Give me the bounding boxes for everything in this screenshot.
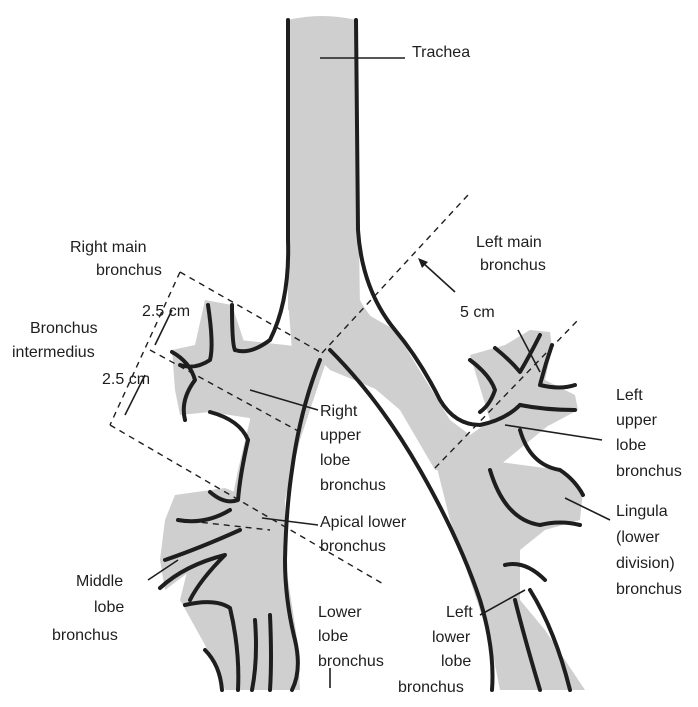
label-trachea: Trachea xyxy=(412,44,470,61)
label-left-main-2: bronchus xyxy=(480,257,546,274)
label-left-lower-1: Left xyxy=(446,604,473,621)
label-left-main-1: Left main xyxy=(476,234,542,251)
label-left-upper-2: upper xyxy=(616,412,658,429)
label-lower-1: Lower xyxy=(318,604,362,621)
left-upper-lobe-shape xyxy=(470,330,578,430)
label-intermedius-1: Bronchus xyxy=(30,320,98,337)
label-left-lower-2: lower xyxy=(432,629,471,646)
trachea-shape xyxy=(288,16,360,310)
label-right-upper-2: upper xyxy=(320,427,362,444)
label-middle-3: bronchus xyxy=(52,627,118,644)
label-lingula-3: division) xyxy=(616,555,675,572)
left-main-arrow xyxy=(422,262,455,292)
label-lingula-1: Lingula xyxy=(616,503,668,520)
label-lingula-2: (lower xyxy=(616,529,660,546)
right-lower-branch-c xyxy=(270,615,271,690)
label-lower-3: bronchus xyxy=(318,653,384,670)
label-apical-2: bronchus xyxy=(320,538,386,555)
label-left-upper-1: Left xyxy=(616,387,643,404)
measure-left-main: 5 cm xyxy=(460,304,495,321)
label-lower-2: lobe xyxy=(318,628,348,645)
label-right-upper-3: lobe xyxy=(320,452,350,469)
label-left-lower-3: lobe xyxy=(441,653,471,670)
label-middle-1: Middle xyxy=(76,573,123,590)
trachea-left-wall xyxy=(235,20,288,351)
label-intermedius-2: intermedius xyxy=(12,344,95,361)
label-lingula-4: bronchus xyxy=(616,581,682,598)
label-left-lower-4: bronchus xyxy=(398,679,464,696)
label-right-main-1: Right main xyxy=(70,239,146,256)
label-right-main-2: bronchus xyxy=(96,262,162,279)
label-left-upper-4: bronchus xyxy=(616,463,682,480)
label-right-upper-1: Right xyxy=(320,403,358,420)
label-left-upper-3: lobe xyxy=(616,437,646,454)
measure-right-lower: 2.5 cm xyxy=(102,371,150,388)
right-guide-outer xyxy=(110,272,180,425)
airway-shading xyxy=(160,16,585,690)
label-apical-1: Apical lower xyxy=(320,514,407,531)
measure-right-upper: 2.5 cm xyxy=(142,303,190,320)
label-middle-2: lobe xyxy=(94,599,124,616)
label-right-upper-4: bronchus xyxy=(320,477,386,494)
